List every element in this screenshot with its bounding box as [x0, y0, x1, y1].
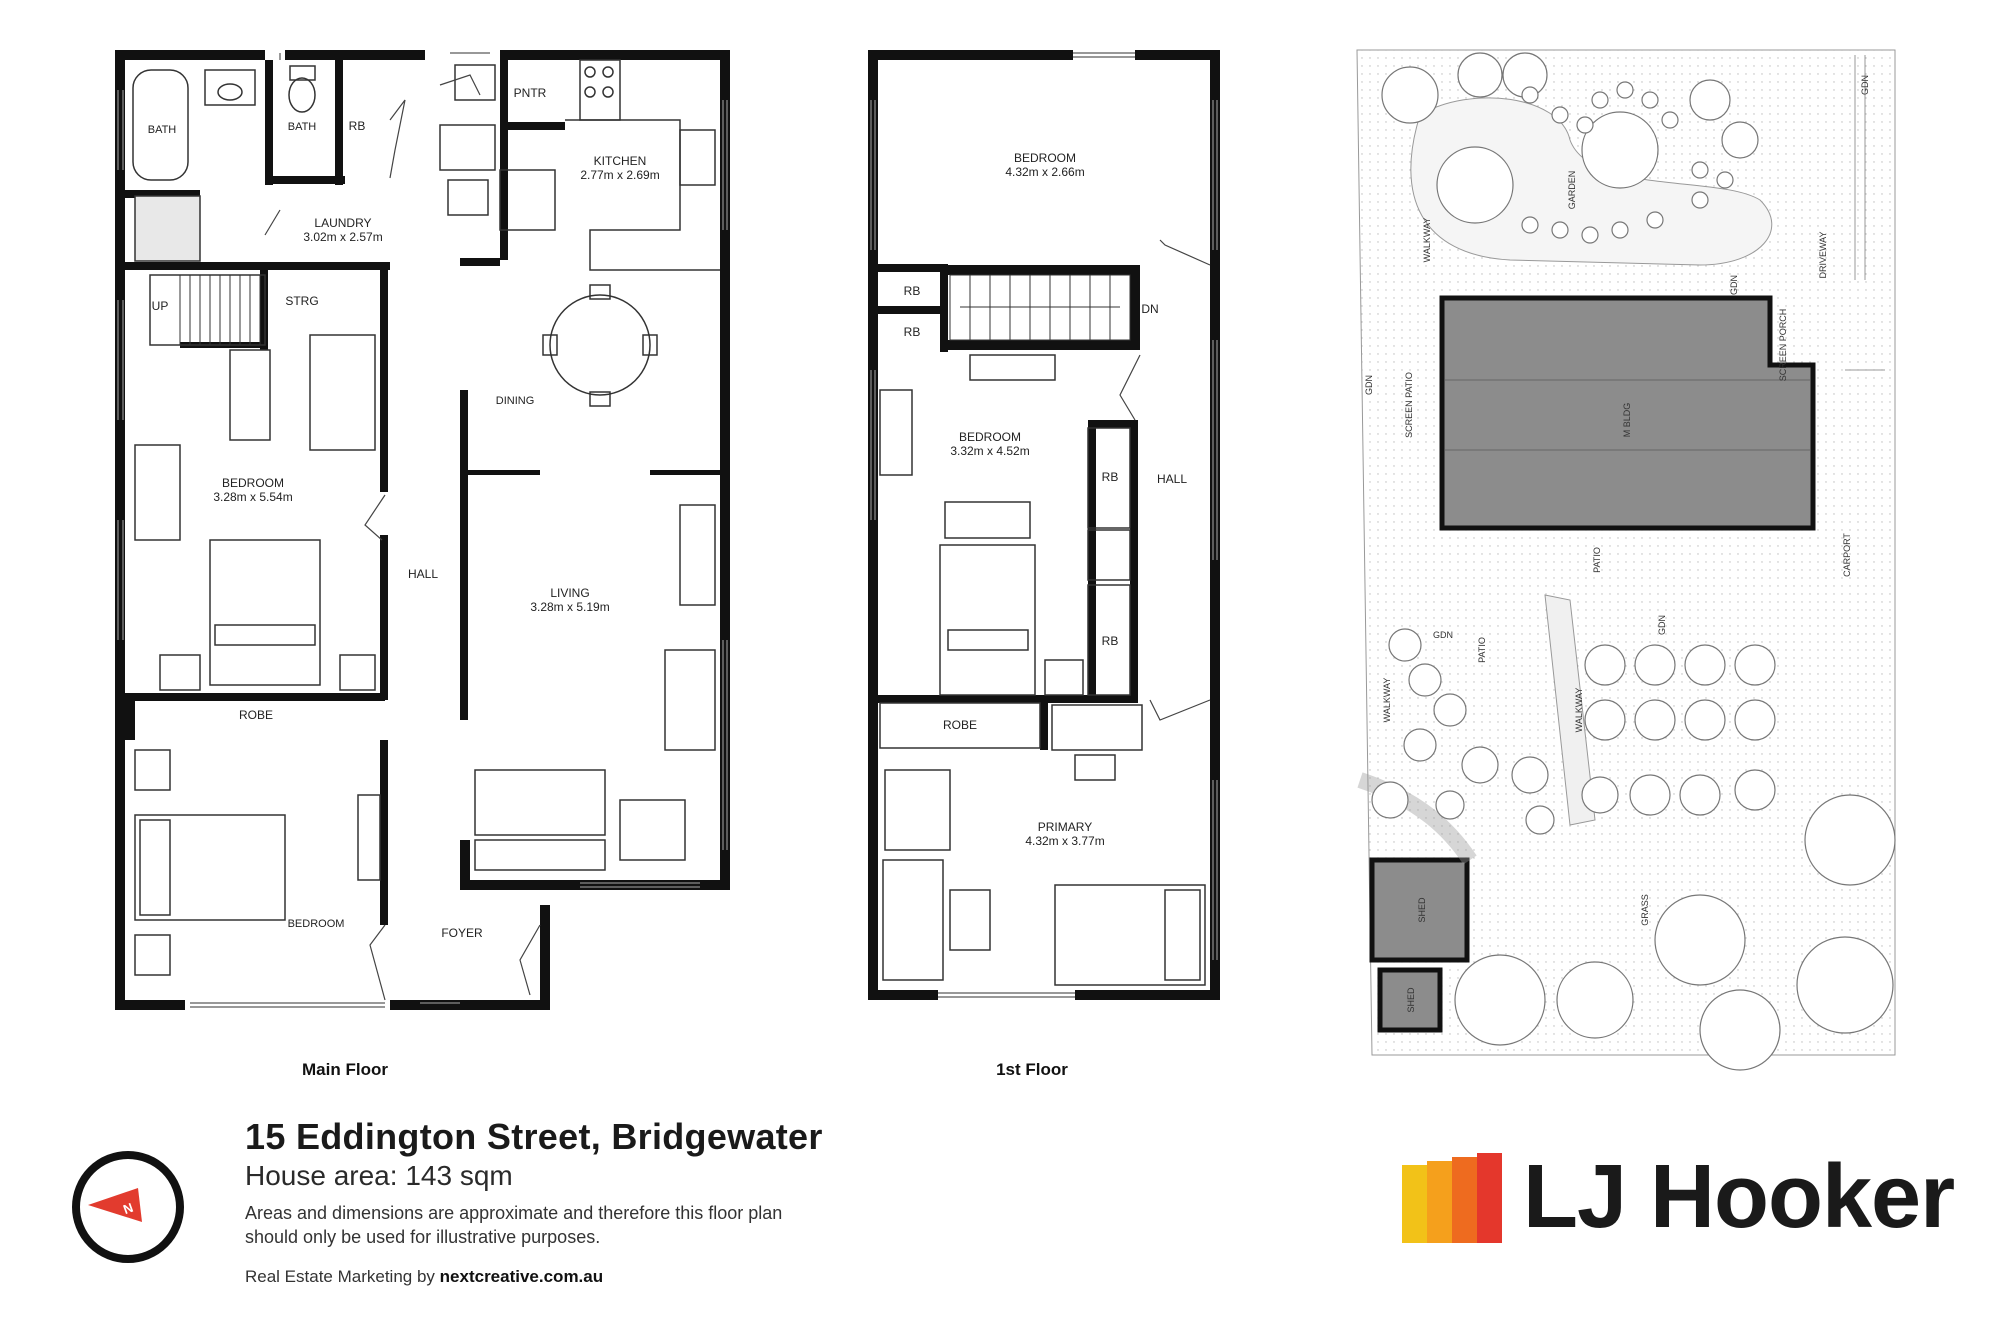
bedroom2-label: BEDROOM: [288, 918, 345, 930]
marketing-site: nextcreative.com.au: [439, 1267, 604, 1286]
ff-dn-label: DN: [1141, 302, 1158, 316]
house-area: House area: 143 sqm: [245, 1160, 513, 1191]
foyer-label: FOYER: [441, 926, 483, 940]
kitchen-label: KITCHEN: [594, 154, 647, 168]
site-walkway-top: WALKWAY: [1422, 218, 1432, 263]
site-gdn-left: GDN: [1364, 375, 1374, 395]
brand-bar-3: [1452, 1157, 1477, 1243]
site-patio-a: PATIO: [1592, 547, 1602, 573]
ff-rb4-label: RB: [1102, 634, 1119, 648]
ff-hall-label: HALL: [1157, 472, 1187, 486]
laundry-dim: 3.02m x 2.57m: [303, 230, 382, 244]
site-walkway-left: WALKWAY: [1382, 678, 1392, 723]
rb-label: RB: [349, 119, 366, 133]
ff-bedroom-mid-dim: 3.32m x 4.52m: [950, 444, 1029, 458]
shed-a: [1369, 857, 1470, 963]
site-carport: CARPORT: [1842, 533, 1852, 577]
ff-bedroom-top-dim: 4.32m x 2.66m: [1005, 165, 1084, 179]
ff-primary-label: PRIMARY: [1038, 820, 1092, 834]
robe-label: ROBE: [239, 708, 273, 722]
site-grass: GRASS: [1640, 894, 1650, 926]
ff-bedroom-top-label: BEDROOM: [1014, 151, 1076, 165]
brand-bar-1: [1402, 1165, 1427, 1243]
living-label: LIVING: [550, 586, 589, 600]
ff-robe-label: ROBE: [943, 718, 977, 732]
ff-rb2-label: RB: [904, 325, 921, 339]
site-gdn-lower: GDN: [1433, 630, 1453, 640]
ff-rb3-label: RB: [1102, 470, 1119, 484]
site-plan: GDN GARDEN WALKWAY DRIVEWAY GDN SCREEN P…: [1356, 49, 1896, 1071]
up-label: UP: [152, 299, 169, 313]
site-shed-b: SHED: [1406, 987, 1416, 1013]
property-address: 15 Eddington Street, Bridgewater: [245, 1116, 823, 1157]
site-gdn-small: GDN: [1729, 275, 1739, 295]
lj-hooker-logo: LJ Hooker: [1400, 1147, 1960, 1258]
site-screen-porch: SCREEN PORCH: [1778, 309, 1788, 382]
bedroom-dim: 3.28m x 5.54m: [213, 490, 292, 504]
compass-icon: N: [72, 1151, 184, 1263]
brand-bar-4: [1477, 1153, 1502, 1243]
bedroom-label: BEDROOM: [222, 476, 284, 490]
brand-mark-icon: [1402, 1153, 1502, 1243]
ff-bedroom-mid-label: BEDROOM: [959, 430, 1021, 444]
main-floor-caption: Main Floor: [302, 1060, 388, 1079]
living-dim: 3.28m x 5.19m: [530, 600, 609, 614]
first-floor-caption: 1st Floor: [996, 1060, 1068, 1079]
brand-name: LJ Hooker: [1523, 1147, 1955, 1247]
property-info: 15 Eddington Street, Bridgewater House a…: [245, 1115, 945, 1287]
main-floor-plan: BATH BATH RB PNTR KITCHEN 2.77m x 2.69m …: [115, 50, 730, 1079]
ff-primary-dim: 4.32m x 3.77m: [1025, 834, 1104, 848]
strg-label: STRG: [285, 294, 318, 308]
site-gdn-top: GDN: [1860, 75, 1870, 95]
site-screen-patio: SCREEN PATIO: [1404, 372, 1414, 438]
ff-rb1-label: RB: [904, 284, 921, 298]
marketing-prefix: Real Estate Marketing by: [245, 1267, 440, 1286]
site-patio-b: PATIO: [1477, 637, 1487, 663]
bath-b-label: BATH: [288, 121, 317, 133]
first-floor-plan: BEDROOM 4.32m x 2.66m RB RB DN BEDROOM 3…: [868, 50, 1220, 1079]
kitchen-dim: 2.77m x 2.69m: [580, 168, 659, 182]
bath-a-label: BATH: [148, 124, 177, 136]
dining-label: DINING: [496, 395, 535, 407]
disclaimer: Areas and dimensions are approximate and…: [245, 1203, 783, 1247]
site-gdn-mid: GDN: [1657, 615, 1667, 635]
marketing-credit: Real Estate Marketing by nextcreative.co…: [245, 1267, 945, 1287]
site-shed-a: SHED: [1417, 897, 1427, 923]
site-garden: GARDEN: [1567, 171, 1577, 210]
main-building: [1439, 295, 1816, 531]
brand-bar-2: [1427, 1161, 1452, 1243]
pntr-label: PNTR: [514, 86, 547, 100]
shed-b: [1377, 967, 1443, 1033]
site-walkway-mid: WALKWAY: [1574, 688, 1584, 733]
site-driveway: DRIVEWAY: [1818, 231, 1828, 278]
hall-label: HALL: [408, 567, 438, 581]
laundry-label: LAUNDRY: [314, 216, 371, 230]
site-m-bldg: M BLDG: [1622, 403, 1632, 438]
